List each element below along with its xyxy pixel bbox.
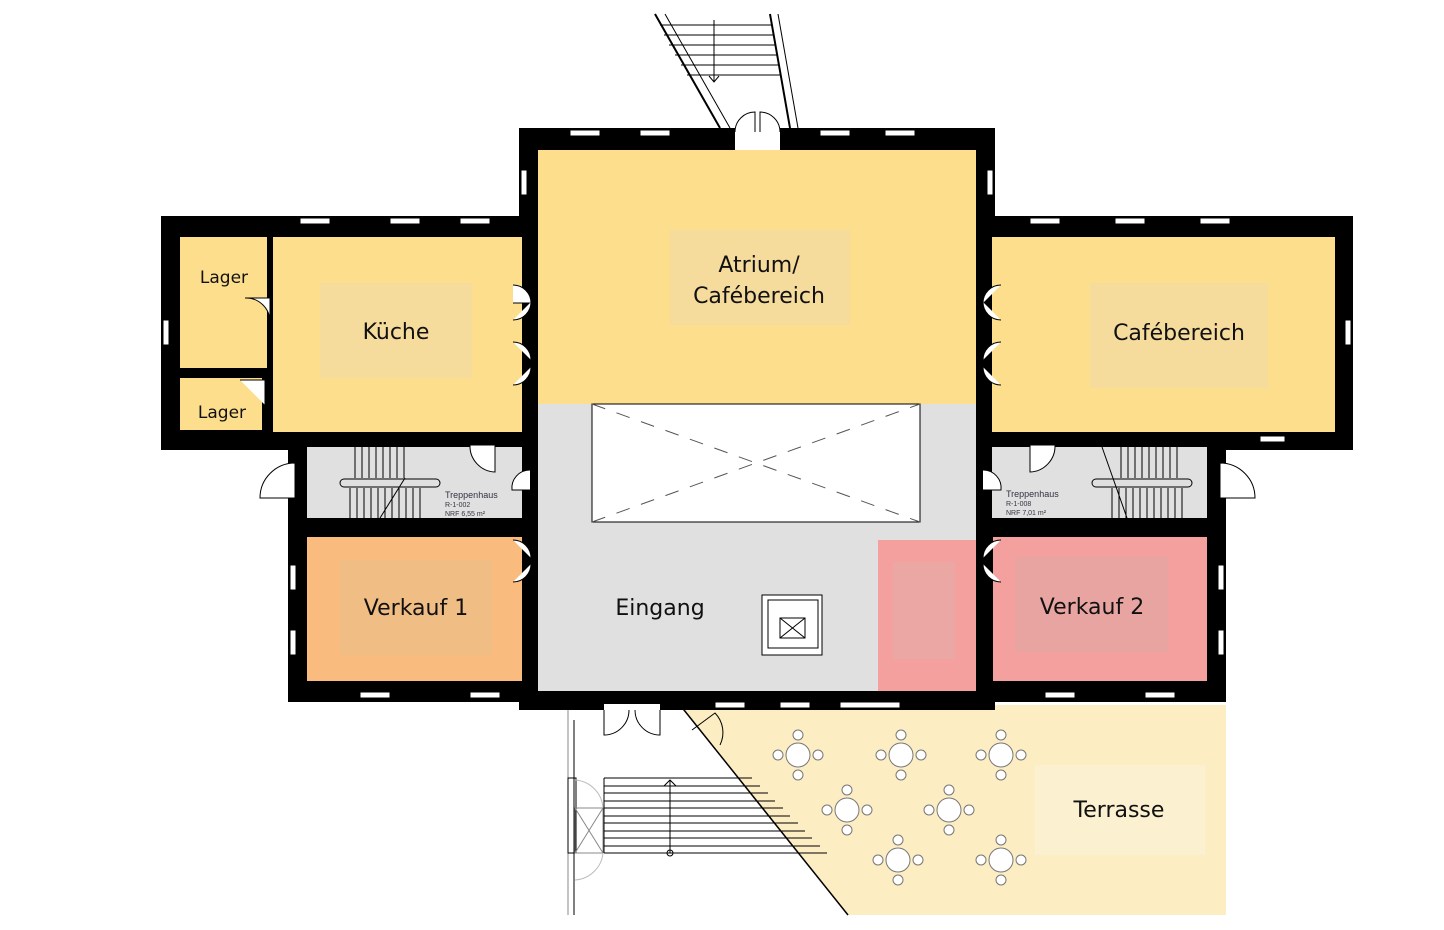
table-icon <box>821 784 873 836</box>
table-icon <box>975 834 1027 886</box>
terrace-tables <box>772 729 1027 886</box>
label-atrium-1: Atrium/ <box>718 253 800 278</box>
label-lager-2: Lager <box>198 403 246 423</box>
stairwell-right-name: Treppenhaus <box>1006 489 1059 499</box>
exterior-stairs-bottom <box>567 704 849 916</box>
table-icon <box>923 784 975 836</box>
exterior-stairs-top <box>654 13 799 129</box>
doors <box>240 110 1256 746</box>
label-atrium-2: Cafébereich <box>693 284 825 309</box>
windows <box>162 129 1352 709</box>
label-cafebereich: Cafébereich <box>1113 321 1245 346</box>
stairwell-left-area: NRF 6,55 m² <box>445 511 486 518</box>
label-eingang: Eingang <box>615 596 704 621</box>
table-icon <box>772 729 824 781</box>
table-icon <box>975 729 1027 781</box>
stairwell-right-area: NRF 7,01 m² <box>1006 510 1047 517</box>
label-terrasse: Terrasse <box>1073 798 1165 823</box>
label-kueche: Küche <box>363 320 430 345</box>
room-lager-1[interactable] <box>180 237 267 368</box>
table-icon <box>875 729 927 781</box>
atrium-void <box>591 403 921 523</box>
stairwell-right-id: R-1-008 <box>1006 501 1031 508</box>
elevator <box>761 594 823 656</box>
stairwell-left-id: R-1-002 <box>445 502 470 509</box>
stairwell-left-name: Treppenhaus <box>445 490 498 500</box>
label-verkauf-2: Verkauf 2 <box>1040 595 1144 620</box>
stairwell-right[interactable] <box>992 447 1207 518</box>
label-verkauf-1: Verkauf 1 <box>364 596 468 621</box>
table-icon <box>872 834 924 886</box>
label-lager-1: Lager <box>200 268 248 288</box>
stair-treads <box>339 446 1193 519</box>
